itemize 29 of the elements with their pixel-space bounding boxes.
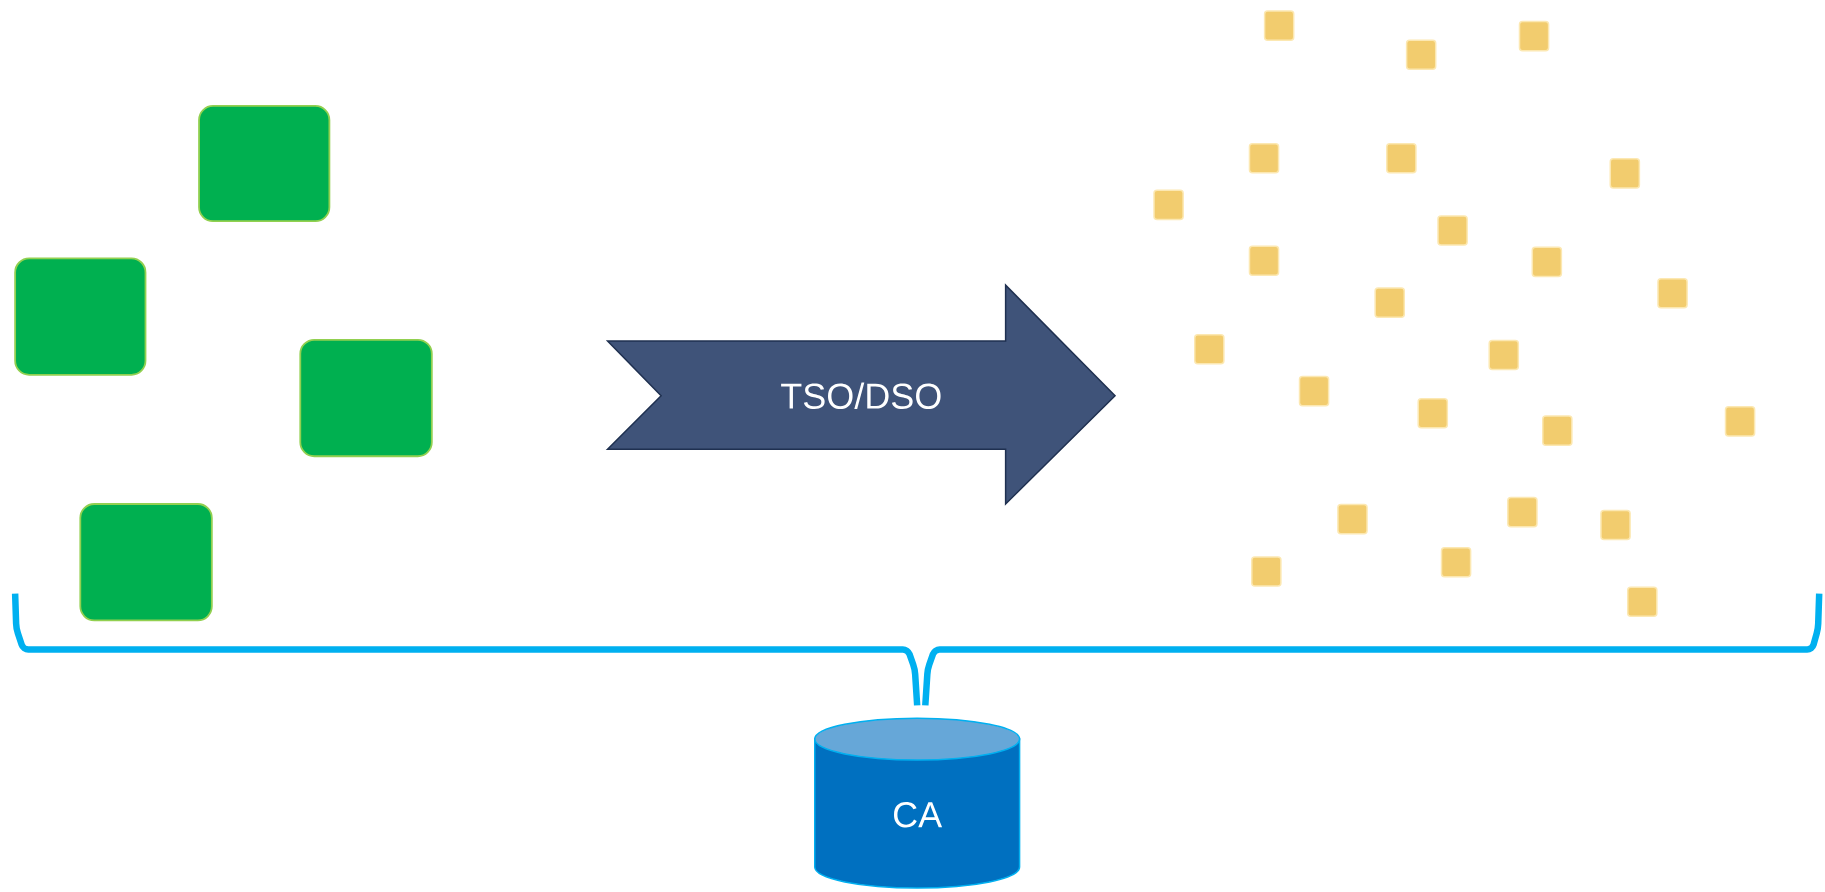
small-square (1600, 509, 1631, 541)
rounded-square (299, 338, 433, 458)
small-square (1437, 215, 1468, 246)
small-square (1657, 278, 1688, 309)
small-square (1153, 189, 1184, 221)
small-square (1374, 287, 1405, 318)
small-square (1488, 339, 1520, 371)
small-square (1531, 246, 1563, 278)
small-square (1627, 586, 1658, 618)
small-square (1542, 415, 1573, 446)
rounded-square (14, 257, 147, 376)
small-square (1405, 39, 1437, 70)
small-square (1417, 397, 1449, 429)
rounded-square (198, 105, 331, 223)
small-square (1518, 20, 1550, 52)
rounded-square (79, 503, 213, 622)
small-square (1724, 406, 1756, 437)
small-square (1507, 496, 1538, 528)
small-square (1248, 143, 1280, 174)
small-square (1298, 375, 1330, 407)
small-square (1194, 333, 1225, 365)
small-square (1251, 556, 1282, 587)
small-square (1337, 503, 1368, 535)
small-square (1440, 546, 1472, 578)
small-square (1609, 158, 1641, 189)
small-square (1248, 245, 1280, 276)
database-cylinder: CA (814, 717, 1021, 889)
small-square (1386, 143, 1417, 174)
small-square (1263, 10, 1295, 41)
